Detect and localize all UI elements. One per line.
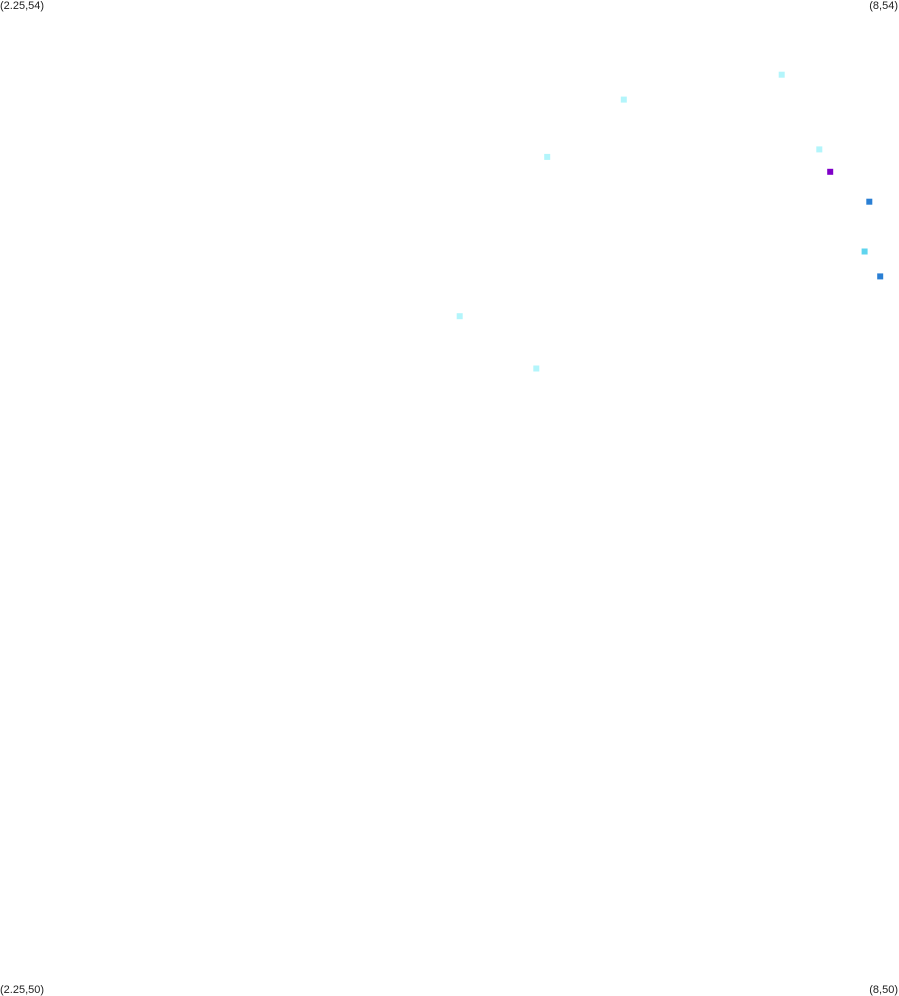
map-point-6 <box>866 198 873 205</box>
corner-label-top-left: (2.25,54) <box>0 0 45 12</box>
map-point-10 <box>533 365 540 372</box>
map-point-4 <box>544 153 551 160</box>
map-point-8 <box>877 273 884 280</box>
map-point-9 <box>456 313 463 320</box>
points-layer <box>456 71 884 372</box>
map-point-1 <box>778 71 785 78</box>
corner-label-bottom-left: (2.25,50) <box>0 984 45 996</box>
map-point-3 <box>816 146 823 153</box>
corner-label-bottom-right: (8,50) <box>869 984 898 996</box>
map-point-5 <box>827 168 834 175</box>
map-point-2 <box>620 96 627 103</box>
corner-label-top-right: (8,54) <box>869 0 898 12</box>
map-point-7 <box>861 248 868 255</box>
